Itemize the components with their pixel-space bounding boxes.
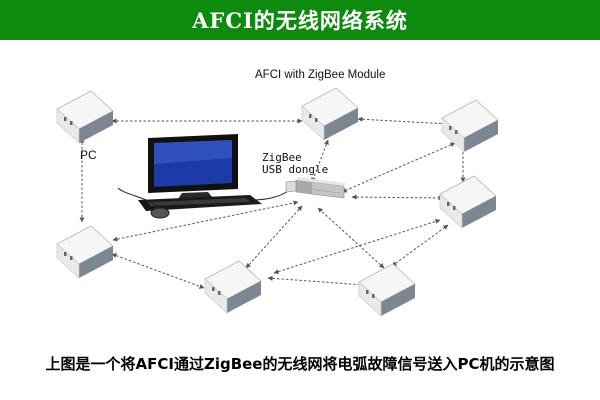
afci-module bbox=[358, 263, 416, 317]
afci-module bbox=[439, 175, 497, 229]
link bbox=[341, 142, 456, 193]
pc-label: PC bbox=[80, 148, 97, 162]
link bbox=[391, 224, 449, 267]
link bbox=[112, 200, 299, 242]
usb-dongle-label: USB dongle bbox=[262, 163, 329, 176]
dongle-label: ZigBee USB dongle bbox=[262, 152, 328, 176]
module-label: AFCI with ZigBee Module bbox=[255, 69, 386, 81]
pc-computer bbox=[117, 134, 291, 219]
afci-module bbox=[441, 99, 499, 153]
link bbox=[273, 218, 441, 275]
afci-module bbox=[56, 90, 114, 144]
afci-module bbox=[204, 260, 262, 314]
network-diagram: AFCI with ZigBee Module PC ZigBee USB do… bbox=[0, 40, 600, 340]
diagram-svg bbox=[56, 87, 499, 317]
link bbox=[317, 207, 385, 269]
usb-dongle bbox=[285, 177, 346, 199]
page-title: AFCI的无线网络系统 bbox=[192, 8, 408, 33]
link bbox=[351, 194, 444, 201]
link bbox=[267, 275, 365, 288]
header-bar: AFCI的无线网络系统 bbox=[0, 0, 600, 40]
link bbox=[357, 116, 449, 127]
afci-module bbox=[301, 87, 359, 141]
wireless-links bbox=[79, 116, 466, 289]
zigbee-label: ZigBee bbox=[262, 151, 302, 164]
link bbox=[245, 205, 303, 269]
link bbox=[111, 253, 205, 289]
link bbox=[311, 139, 329, 183]
afci-module bbox=[56, 225, 114, 279]
figure-caption: 上图是一个将AFCI通过ZigBee的无线网将电弧故障信号送入PC机的示意图 bbox=[45, 355, 555, 373]
